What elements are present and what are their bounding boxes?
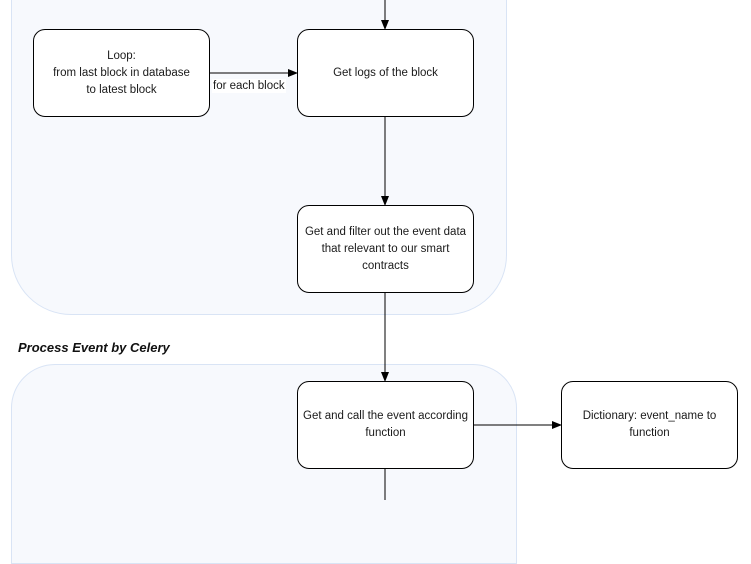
swimlane-title-process-event: Process Event by Celery [18, 340, 170, 355]
node-filter-events-label: Get and filter out the event data that r… [304, 225, 467, 272]
node-dictionary: Dictionary: event_name to function [561, 381, 738, 469]
node-get-logs: Get logs of the block [297, 29, 474, 117]
node-call-event-label: Get and call the event according functio… [303, 410, 468, 439]
edge-label-for-each-block: for each block [212, 79, 286, 93]
node-dictionary-label: Dictionary: event_name to function [582, 410, 717, 439]
node-get-logs-label: Get logs of the block [333, 66, 438, 79]
node-filter-events: Get and filter out the event data that r… [297, 205, 474, 293]
node-loop: Loop: from last block in database to lat… [33, 29, 210, 117]
node-loop-label: Loop: from last block in database to lat… [53, 49, 190, 96]
diagram-connectors [210, 0, 562, 500]
node-call-event: Get and call the event according functio… [297, 381, 474, 469]
